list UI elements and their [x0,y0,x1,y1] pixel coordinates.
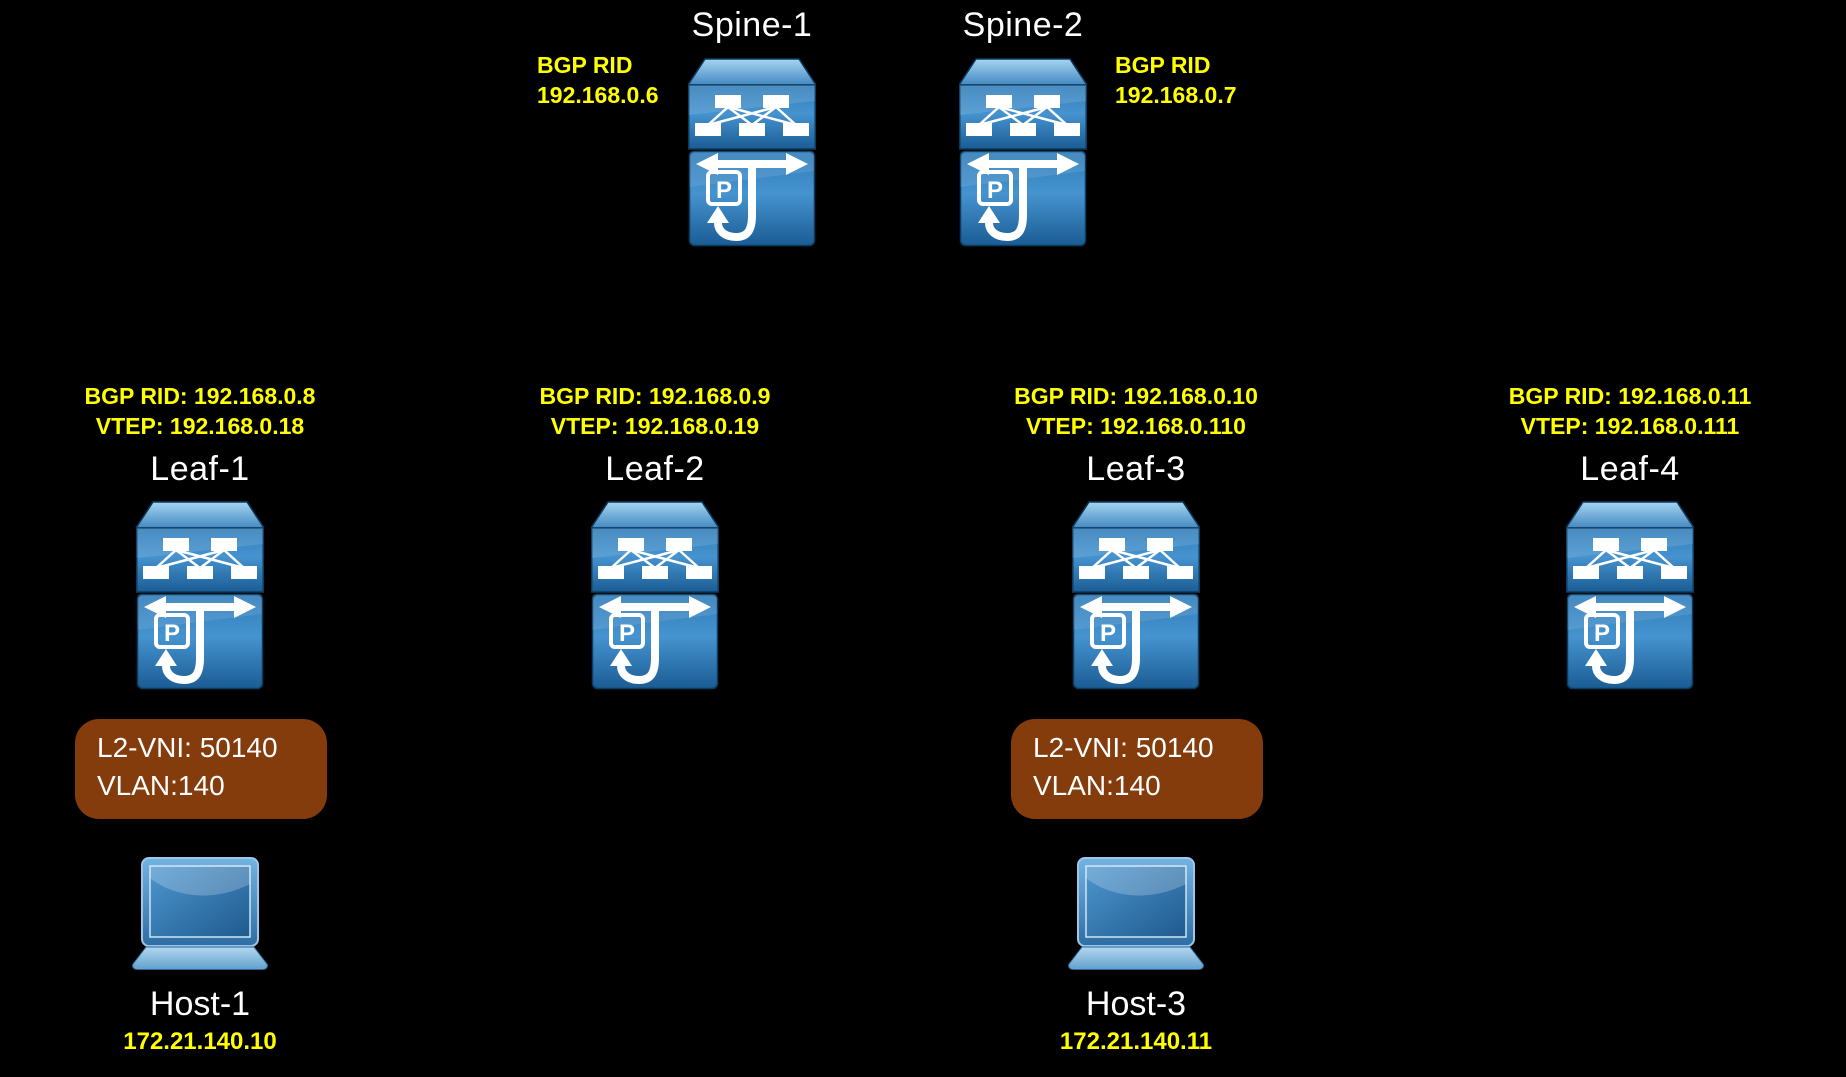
leaf-1-ip-labels: BGP RID: 192.168.0.8 VTEP: 192.168.0.18 [10,381,390,441]
leaf-3-vni-badge: L2-VNI: 50140 VLAN:140 [1011,719,1263,819]
host-3-ip: 172.21.140.11 [1059,1028,1213,1055]
bgp-rid-title: BGP RID [537,52,633,78]
nexus-switch-icon [959,57,1087,247]
leaf-4-vtep: VTEP: 192.168.0.111 [1520,413,1740,439]
vlan-line: VLAN:140 [1033,770,1161,801]
vni-line: L2-VNI: 50140 [97,732,278,763]
laptop-icon [1066,857,1206,972]
leaf-2-vtep: VTEP: 192.168.0.19 [550,413,760,439]
leaf-4-label: Leaf-4 [1580,450,1680,488]
spine-1-bgp-rid-label: BGP RID 192.168.0.6 [537,50,659,110]
bgp-rid-value: 192.168.0.6 [537,82,659,108]
leaf-3-vtep: VTEP: 192.168.0.110 [1026,413,1246,439]
bgp-rid-value: 192.168.0.7 [1115,82,1237,108]
bgp-rid-title: BGP RID [1115,52,1211,78]
nexus-switch-icon [136,500,264,690]
host-3-label: Host-3 [1085,985,1187,1023]
leaf-4-ip-labels: BGP RID: 192.168.0.11 VTEP: 192.168.0.11… [1440,381,1820,441]
spine-1-label: Spine-1 [691,6,813,44]
leaf-3-ip-labels: BGP RID: 192.168.0.10 VTEP: 192.168.0.11… [946,381,1326,441]
leaf-1-bgp-rid: BGP RID: 192.168.0.8 [84,383,316,409]
spine-2-bgp-rid-label: BGP RID 192.168.0.7 [1115,50,1237,110]
nexus-switch-icon [1072,500,1200,690]
leaf-3-label: Leaf-3 [1086,450,1186,488]
leaf-4-bgp-rid: BGP RID: 192.168.0.11 [1508,383,1752,409]
leaf-2-label: Leaf-2 [605,450,705,488]
leaf-1-vtep: VTEP: 192.168.0.18 [95,413,305,439]
host-1-label: Host-1 [149,985,251,1023]
leaf-1-vni-badge: L2-VNI: 50140 VLAN:140 [75,719,327,819]
leaf-2-bgp-rid: BGP RID: 192.168.0.9 [539,383,771,409]
nexus-switch-icon [1566,500,1694,690]
nexus-switch-icon [591,500,719,690]
spine-2-label: Spine-2 [962,6,1084,44]
vni-line: L2-VNI: 50140 [1033,732,1214,763]
leaf-1-label: Leaf-1 [150,450,250,488]
laptop-icon [130,857,270,972]
leaf-2-ip-labels: BGP RID: 192.168.0.9 VTEP: 192.168.0.19 [465,381,845,441]
nexus-switch-icon [688,57,816,247]
leaf-3-bgp-rid: BGP RID: 192.168.0.10 [1014,383,1258,409]
vlan-line: VLAN:140 [97,770,225,801]
host-1-ip: 172.21.140.10 [123,1028,277,1055]
